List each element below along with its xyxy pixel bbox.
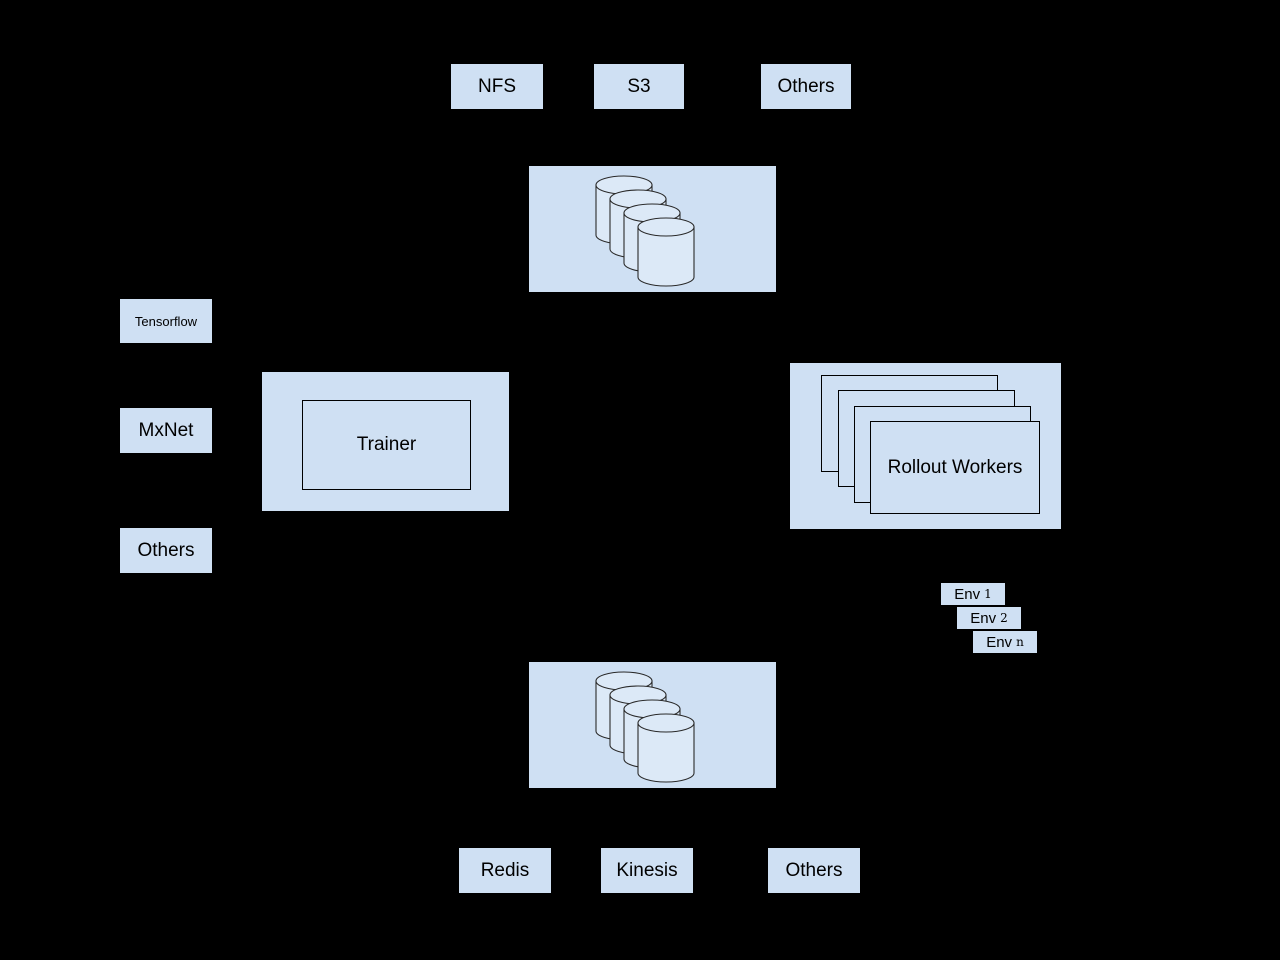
storage-backend-s3-label: S3 [627,76,651,97]
env-chip-1-name: Env [954,585,981,603]
framework-tensorflow[interactable]: Tensorflow [120,299,212,343]
queue-backend-redis-label: Redis [480,860,530,881]
experience-store-cylinders [590,667,710,787]
trainer-label: Trainer [356,434,417,455]
wire-modelstore-to-rollout [679,291,913,374]
rollout-workers-label: Rollout Workers [887,456,1023,478]
experience-store-panel [529,662,776,788]
wire-experiencestore-to-queue [504,787,561,847]
queue-backend-kinesis[interactable]: Kinesis [601,848,693,893]
env-chip-n-name: Env [986,633,1013,651]
env-chip-2-name: Env [970,609,997,627]
env-chip-n-index: n [1016,635,1024,649]
framework-tensorflow-label: Tensorflow [134,313,198,329]
env-chip-2-index: 2 [1000,611,1008,625]
framework-others[interactable]: Others [120,528,212,573]
model-store-panel [529,166,776,292]
queue-backend-others-label: Others [785,860,843,881]
framework-others-label: Others [137,540,195,561]
model-store-cylinders [590,171,710,291]
queue-backend-others[interactable]: Others [768,848,860,893]
trainer-box[interactable]: Trainer [302,400,471,490]
framework-mxnet[interactable]: MxNet [120,408,212,453]
rollout-workers-box[interactable]: Rollout Workers [870,421,1040,514]
storage-backend-others[interactable]: Others [761,64,851,109]
storage-backend-others-label: Others [777,76,835,97]
queue-backend-redis[interactable]: Redis [459,848,551,893]
framework-mxnet-label: MxNet [138,420,194,441]
storage-backend-s3[interactable]: S3 [594,64,684,109]
storage-backend-nfs[interactable]: NFS [451,64,543,109]
wire-rollout-to-experiencestore [699,511,953,673]
queue-backend-kinesis-label: Kinesis [616,860,678,881]
env-chip-1-index: 1 [984,587,992,601]
storage-backend-nfs-label: NFS [478,76,516,97]
